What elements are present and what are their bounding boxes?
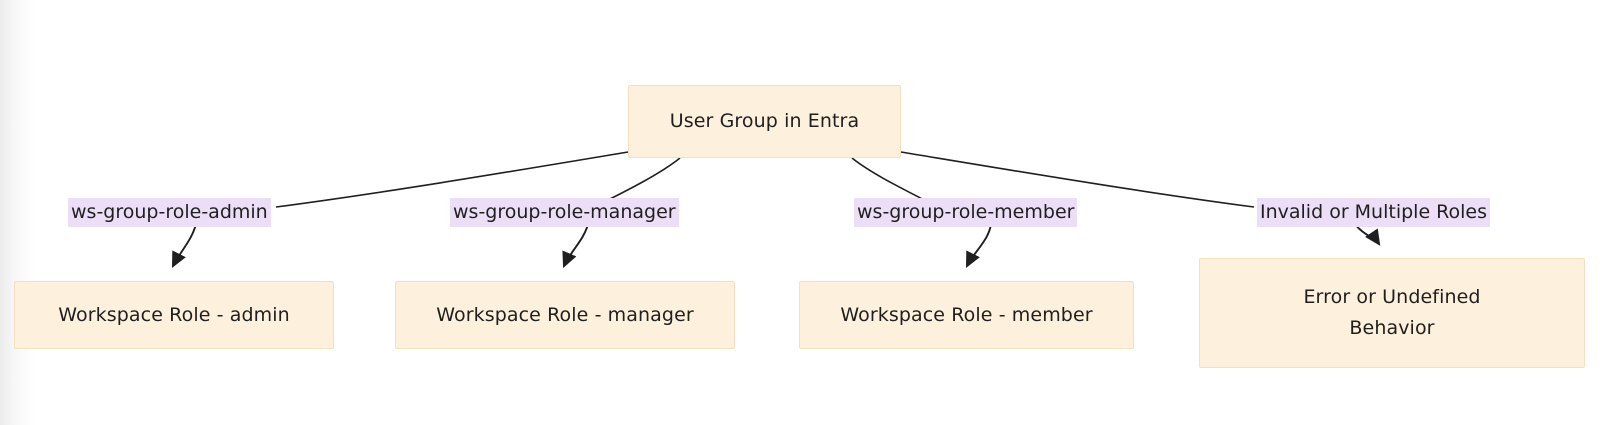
node-user-group-in-entra[interactable]: User Group in Entra — [628, 85, 901, 158]
edge-label-ws-group-role-admin: ws-group-role-admin — [68, 198, 271, 227]
edge-label-text: ws-group-role-admin — [71, 201, 268, 223]
node-workspace-role-manager[interactable]: Workspace Role - manager — [395, 281, 735, 349]
node-label: Workspace Role - member — [840, 303, 1093, 326]
edge-admin-label-to-node — [171, 223, 197, 269]
node-label: User Group in Entra — [669, 110, 860, 132]
node-label: Workspace Role - admin — [58, 303, 290, 326]
edge-manager-label-to-node — [562, 223, 589, 269]
node-error-or-undefined-behavior[interactable]: Error or Undefined Behavior — [1199, 258, 1585, 368]
edge-invalid-label-to-node — [1354, 223, 1381, 246]
edge-label-text: ws-group-role-manager — [453, 201, 676, 223]
edge-label-text: ws-group-role-member — [857, 201, 1075, 223]
node-label: Workspace Role - manager — [436, 303, 694, 326]
edge-member-label-to-node — [965, 223, 992, 269]
node-workspace-role-admin[interactable]: Workspace Role - admin — [14, 281, 334, 349]
edge-label-invalid-or-multiple-roles: Invalid or Multiple Roles — [1257, 198, 1491, 227]
node-label: Error or Undefined Behavior — [1303, 286, 1481, 339]
edge-label-ws-group-role-manager: ws-group-role-manager — [450, 198, 679, 227]
edge-label-text: Invalid or Multiple Roles — [1260, 201, 1488, 223]
node-workspace-role-member[interactable]: Workspace Role - member — [799, 281, 1134, 349]
edge-label-ws-group-role-member: ws-group-role-member — [854, 198, 1078, 227]
